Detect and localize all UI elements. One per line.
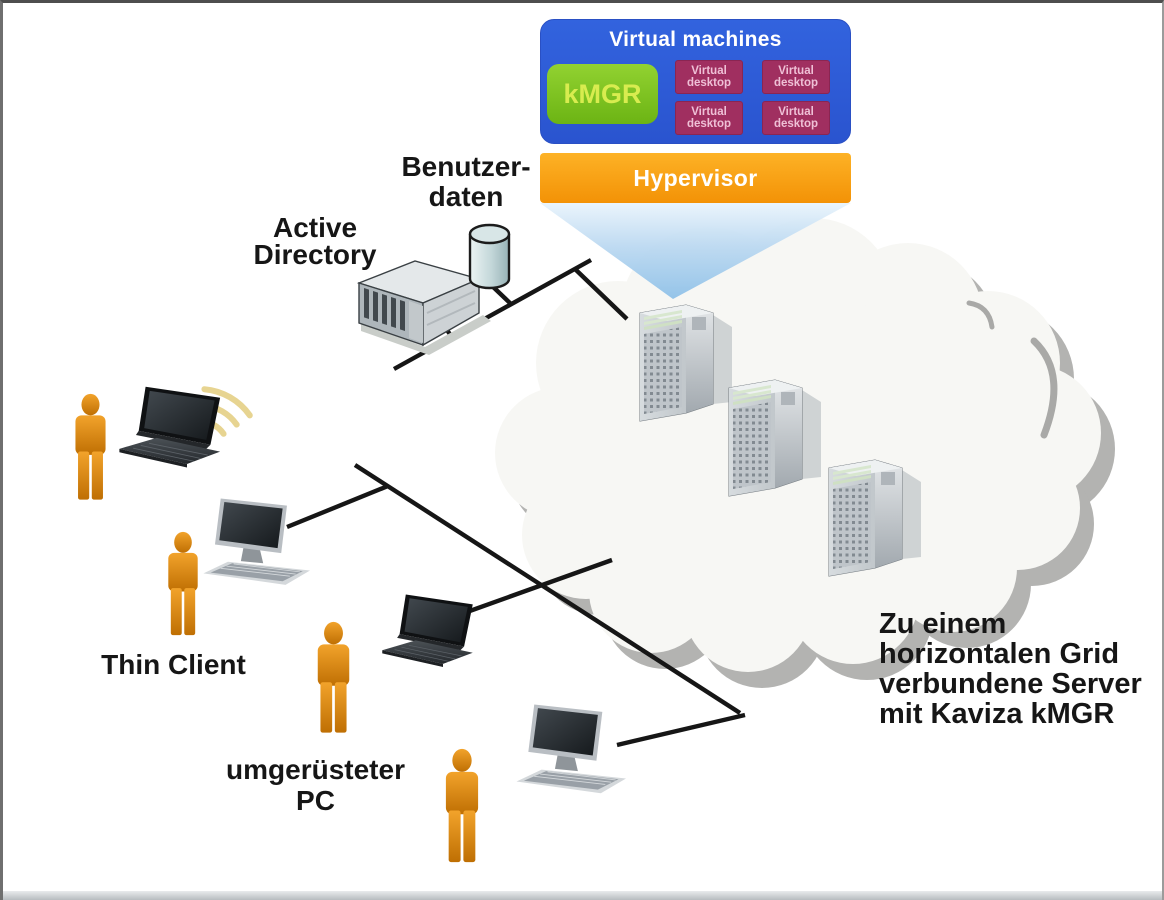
virtual-desktop-box: Virtual desktop [762,60,830,94]
virtual-desktop-box: Virtual desktop [675,101,743,135]
umgeruesteter-pc-label: umgerüsteter PC [226,754,405,816]
rack-server-icon [356,260,491,355]
network-branch-to-cloud [573,267,629,321]
cloud-sketch-curl-large [1030,337,1058,439]
virtual-desktop-box: Virtual desktop [675,60,743,94]
user-icon-3 [317,621,350,733]
network-tap-thin-client-2 [616,712,746,748]
laptop-icon-1 [118,386,221,468]
active-directory-label: Active Directory [253,212,377,270]
thin-client-label: Thin Client [101,649,246,680]
image-bottom-border [3,891,1162,900]
thin-client-icon-1 [203,498,311,586]
virtual-machines-box: Virtual machines kMGR Virtual desktop Vi… [540,19,851,144]
user-icon-2 [168,531,198,636]
user-icon-1 [75,393,106,500]
hypervisor-funnel [540,203,851,299]
user-icon-4 [445,748,479,863]
network-tap-thin-client-1 [286,483,389,530]
cloud-sketch-curl-small [966,300,995,330]
thin-client-icon-2 [516,704,627,794]
benutzerdaten-label: Benutzer- daten [401,151,531,212]
diagram-graphics [75,203,1115,863]
laptop-icon-2 [381,594,474,668]
hypervisor-bar: Hypervisor [540,153,851,203]
kmgr-box: kMGR [547,64,658,124]
virtual-machines-title: Virtual machines [609,28,782,51]
network-bus-bottom [353,463,742,715]
virtual-desktop-box: Virtual desktop [762,101,830,135]
grid-caption: Zu einem horizontalen Grid verbundene Se… [879,608,1142,730]
database-cylinder-icon [468,223,511,290]
